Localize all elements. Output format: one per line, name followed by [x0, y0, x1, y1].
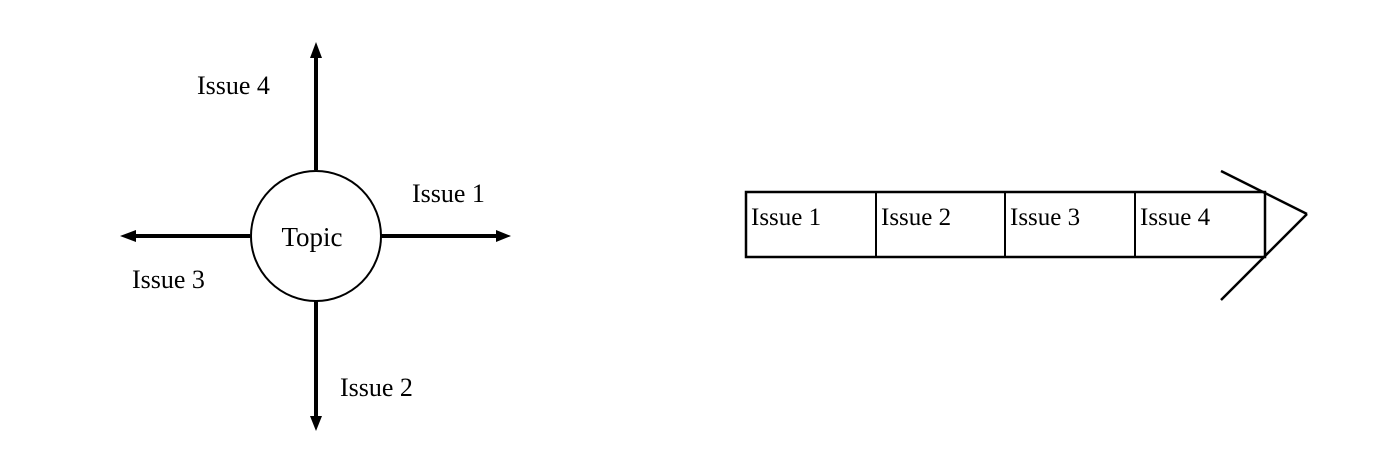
sequence-cell-2-label: Issue 2 — [881, 204, 951, 231]
arrow-left — [120, 230, 250, 242]
topic-circle — [250, 170, 382, 302]
arrow-down — [310, 301, 322, 431]
radial-issue-4-label: Issue 4 — [197, 71, 270, 100]
linear-diagram: Issue 1 Issue 2 Issue 3 Issue 4 — [744, 169, 1308, 301]
topic-label: Topic — [281, 222, 342, 252]
sequence-cell-1-label: Issue 1 — [751, 204, 821, 231]
arrow-right — [381, 230, 511, 242]
radial-issue-1-label: Issue 1 — [412, 179, 485, 208]
sequence-arrowhead — [1220, 169, 1308, 301]
sequence-cell-3-label: Issue 3 — [1010, 204, 1080, 231]
radial-diagram: Topic Issue 4 Issue 1 Issue 3 Issue 2 — [120, 42, 511, 431]
arrow-up — [310, 42, 322, 170]
sequence-cell-4-label: Issue 4 — [1140, 204, 1211, 231]
radial-issue-3-label: Issue 3 — [132, 265, 205, 294]
radial-issue-2-label: Issue 2 — [340, 373, 413, 402]
